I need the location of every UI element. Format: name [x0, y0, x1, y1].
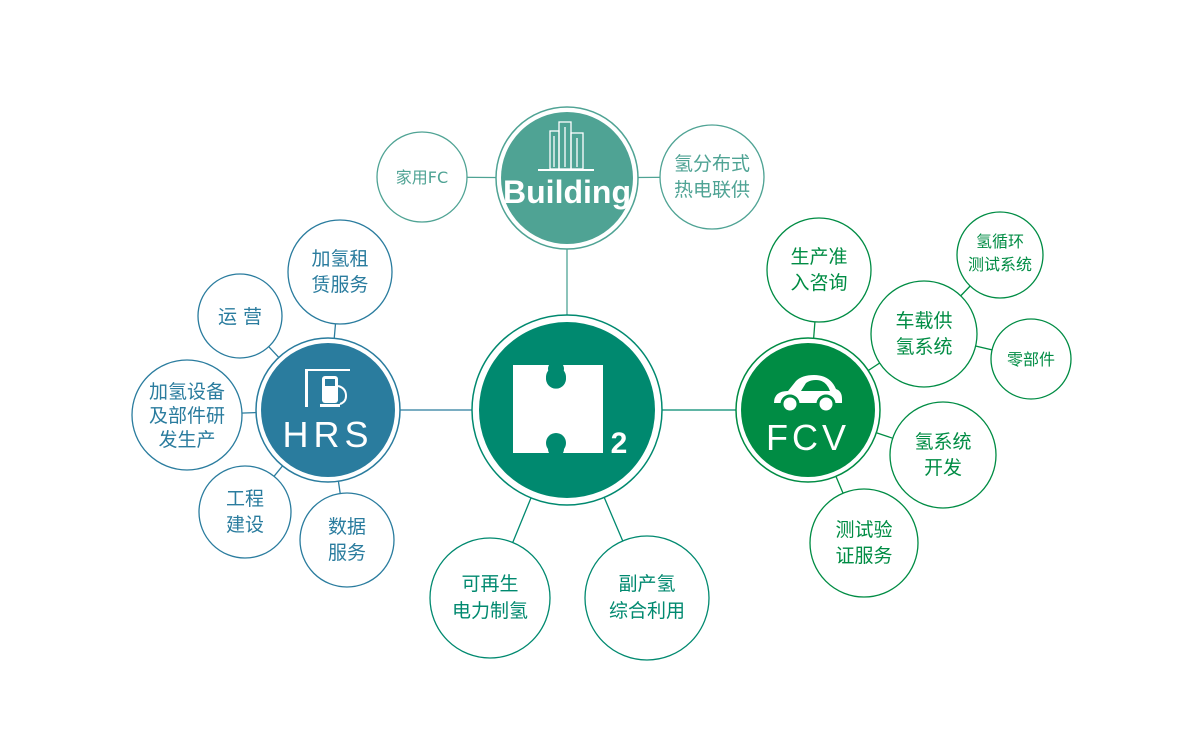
node-label: 服务: [328, 542, 366, 564]
hub-fcv[interactable]: FCV: [735, 337, 881, 483]
node-byproduct-hydrogen[interactable]: 副产氢 综合利用: [584, 535, 710, 661]
node-label: 生产准: [790, 246, 847, 268]
building-icon: [538, 121, 594, 171]
node-recirculation-test[interactable]: 氢循环 测试系统: [956, 211, 1044, 299]
node-label: 氢分布式: [674, 153, 750, 175]
node-label: 热电联供: [674, 179, 750, 201]
node-label: 电力制氢: [452, 600, 528, 622]
node-label: 入咨询: [790, 272, 847, 294]
node-components[interactable]: 零部件: [990, 318, 1072, 400]
node-label: 综合利用: [609, 600, 685, 622]
fuel-pump-icon: [305, 369, 350, 407]
node-operation[interactable]: 运 营: [197, 273, 283, 359]
car-icon: [774, 375, 842, 414]
node-label: 发生产: [158, 429, 215, 451]
node-construction[interactable]: 工程 建设: [198, 465, 292, 559]
node-label: 开发: [924, 457, 962, 479]
node-data-service[interactable]: 数据 服务: [299, 492, 395, 588]
node-label: 建设: [226, 514, 264, 536]
node-production-consulting[interactable]: 生产准 入咨询: [766, 217, 872, 323]
node-label: 氢系统: [895, 336, 952, 358]
node-hydrogen-system-dev[interactable]: 氢系统 开发: [889, 401, 997, 509]
node-equipment-rd[interactable]: 加氢设备 及部件研 发生产: [131, 359, 243, 471]
hub-label: FCV: [766, 417, 850, 458]
node-label: 证服务: [835, 545, 892, 567]
node-label: 运 营: [218, 306, 262, 328]
node-label: 氢循环: [976, 232, 1024, 251]
node-label: 测试验: [835, 519, 892, 541]
node-label: 加氢设备: [149, 381, 225, 403]
hub-label: HRS: [282, 414, 373, 455]
node-label: 赁服务: [311, 274, 368, 296]
node-label: 加氢租: [311, 248, 368, 270]
hub-building[interactable]: Building: [495, 106, 639, 250]
node-renewable-hydrogen[interactable]: 可再生 电力制氢: [429, 537, 551, 659]
node-label: 零部件: [1007, 350, 1055, 369]
node-label: 车载供: [895, 310, 952, 332]
node-label: 测试系统: [968, 255, 1032, 274]
node-label: 副产氢: [618, 573, 675, 595]
node-onboard-hydrogen-system[interactable]: 车载供 氢系统: [870, 280, 978, 388]
node-label: 家用FC: [396, 168, 448, 187]
hub-label: Building: [503, 174, 631, 210]
hub-hrs[interactable]: HRS: [255, 337, 401, 483]
node-household-fc[interactable]: 家用FC: [376, 131, 468, 223]
node-hydrogen-leasing[interactable]: 加氢租 赁服务: [287, 219, 393, 325]
node-distributed-chp[interactable]: 氢分布式 热电联供: [659, 124, 765, 230]
hub-label: 2: [611, 427, 628, 460]
node-test-verification[interactable]: 测试验 证服务: [809, 488, 919, 598]
hub-h2[interactable]: 2: [471, 314, 663, 506]
node-label: 及部件研: [149, 405, 225, 427]
node-label: 氢系统: [914, 431, 971, 453]
node-label: 可再生: [461, 573, 518, 595]
node-label: 工程: [226, 488, 264, 510]
puzzle-h-icon: [513, 365, 603, 453]
node-label: 数据: [328, 516, 366, 538]
